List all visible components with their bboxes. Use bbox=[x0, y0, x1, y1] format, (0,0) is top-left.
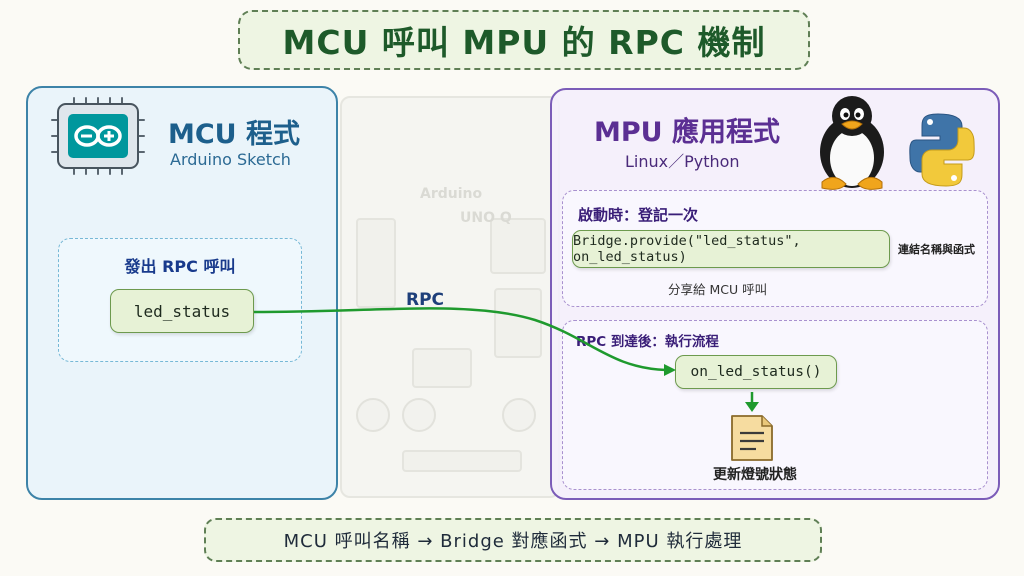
mcu-rpc-call-title: 發出 RPC 呼叫 bbox=[124, 257, 236, 276]
footer-banner: MCU 呼叫名稱 → Bridge 對應函式 → MPU 執行處理 bbox=[204, 518, 822, 562]
handler-function: on_led_status() bbox=[690, 364, 822, 380]
rpc-label: RPC bbox=[406, 290, 445, 310]
mpu-subtitle: Linux／Python bbox=[625, 152, 740, 171]
board-model: UNO Q bbox=[460, 210, 512, 226]
page-title: MCU 呼叫 MPU 的 RPC 機制 bbox=[282, 23, 766, 62]
startup-title: 啟動時：登記一次 bbox=[578, 206, 699, 224]
background-board: Arduino UNO Q bbox=[340, 96, 560, 498]
footer-summary: MCU 呼叫名稱 → Bridge 對應函式 → MPU 執行處理 bbox=[283, 531, 743, 552]
mpu-title: MPU 應用程式 bbox=[594, 117, 780, 148]
mcu-call-name-box: led_status bbox=[110, 289, 254, 333]
mcu-title: MCU 程式 bbox=[168, 119, 301, 150]
title-banner: MCU 呼叫 MPU 的 RPC 機制 bbox=[238, 10, 810, 70]
bridge-provide-box: Bridge.provide("led_status", on_led_stat… bbox=[572, 230, 890, 268]
mcu-subtitle: Arduino Sketch bbox=[170, 150, 291, 169]
handler-function-box: on_led_status() bbox=[675, 355, 837, 389]
flow-title: RPC 到達後：執行流程 bbox=[576, 334, 719, 350]
bind-name-note: 連結名稱與函式 bbox=[898, 243, 975, 256]
update-state-label: 更新燈號狀態 bbox=[713, 467, 797, 483]
mcu-call-name: led_status bbox=[133, 301, 231, 321]
share-note: 分享給 MCU 呼叫 bbox=[668, 282, 768, 297]
board-brand: Arduino bbox=[420, 186, 483, 202]
bridge-provide-code: Bridge.provide("led_status", on_led_stat… bbox=[573, 233, 801, 265]
